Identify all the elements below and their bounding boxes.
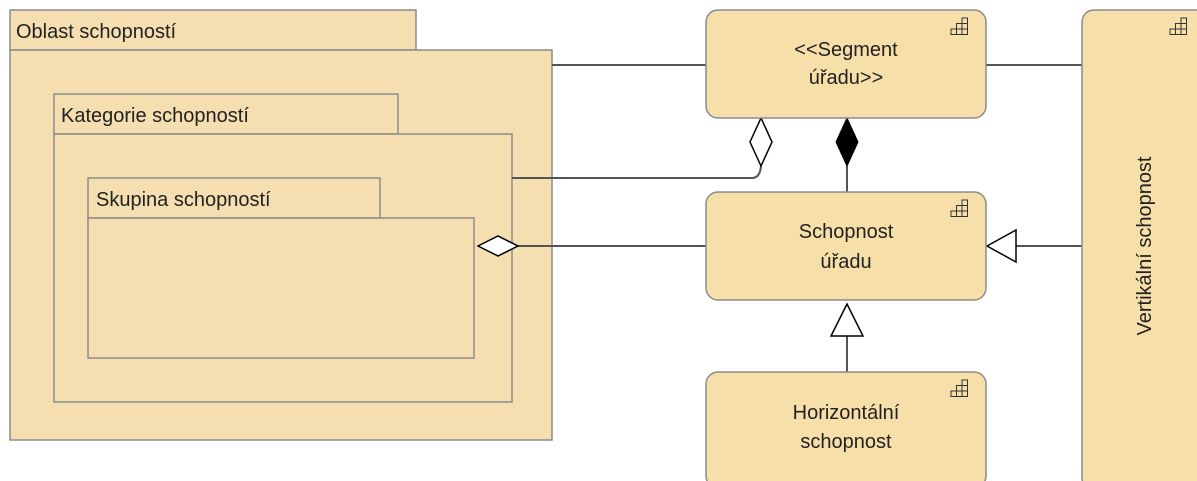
element-horizontal-capability-line1: Horizontální [793,402,900,424]
package-capability-group-body [87,217,475,359]
element-horizontal-capability-line2: schopnost [800,431,892,453]
generalization-arrowhead-hollow [829,302,865,337]
element-horizontal-capability[interactable]: Horizontální schopnost [705,371,987,481]
capability-grid-cell [961,210,968,217]
capability-grid-icon [950,379,968,397]
element-office-segment[interactable]: <<Segment úřadu>> [705,9,987,119]
element-office-capability-line1: Schopnost [799,221,894,243]
element-office-capability-line2: úřadu [820,251,871,273]
connectors [476,64,1082,372]
package-capability-category-tab [53,93,399,135]
element-office-capability[interactable]: Schopnost úřadu [705,191,987,301]
aggregation-diamond-hollow [749,116,773,168]
capability-grid-cell [1180,28,1187,35]
package-capability-category-label: Kategorie schopností [61,105,249,127]
composition-diamond-filled [835,116,859,168]
element-office-segment-line2: úřadu>> [809,67,884,89]
capability-grid-cell [961,28,968,35]
element-vertical-capability-label: Vertikální schopnost [1134,156,1156,335]
capability-grid-icon [950,17,968,35]
package-capability-group[interactable]: Skupina schopností [87,177,475,359]
aggregation-category-segment-line[interactable] [512,165,762,179]
element-office-segment-line1: <<Segment [794,39,898,61]
capability-grid-icon [1169,17,1187,35]
aggregation-diamond-hollow [476,235,520,257]
element-office-capability-box [705,191,987,301]
generalization-arrowhead-hollow [985,228,1017,264]
element-vertical-capability[interactable]: Vertikální schopnost [1081,9,1197,481]
element-horizontal-capability-box [705,371,987,481]
capability-grid-cell [961,390,968,397]
element-office-segment-box [705,9,987,119]
package-capability-area-tab [9,9,417,51]
package-capability-area-label: Oblast schopností [16,21,177,43]
package-capability-group-label: Skupina schopností [96,189,271,211]
capability-grid-icon [950,199,968,217]
element-vertical-capability-box [1081,9,1197,481]
